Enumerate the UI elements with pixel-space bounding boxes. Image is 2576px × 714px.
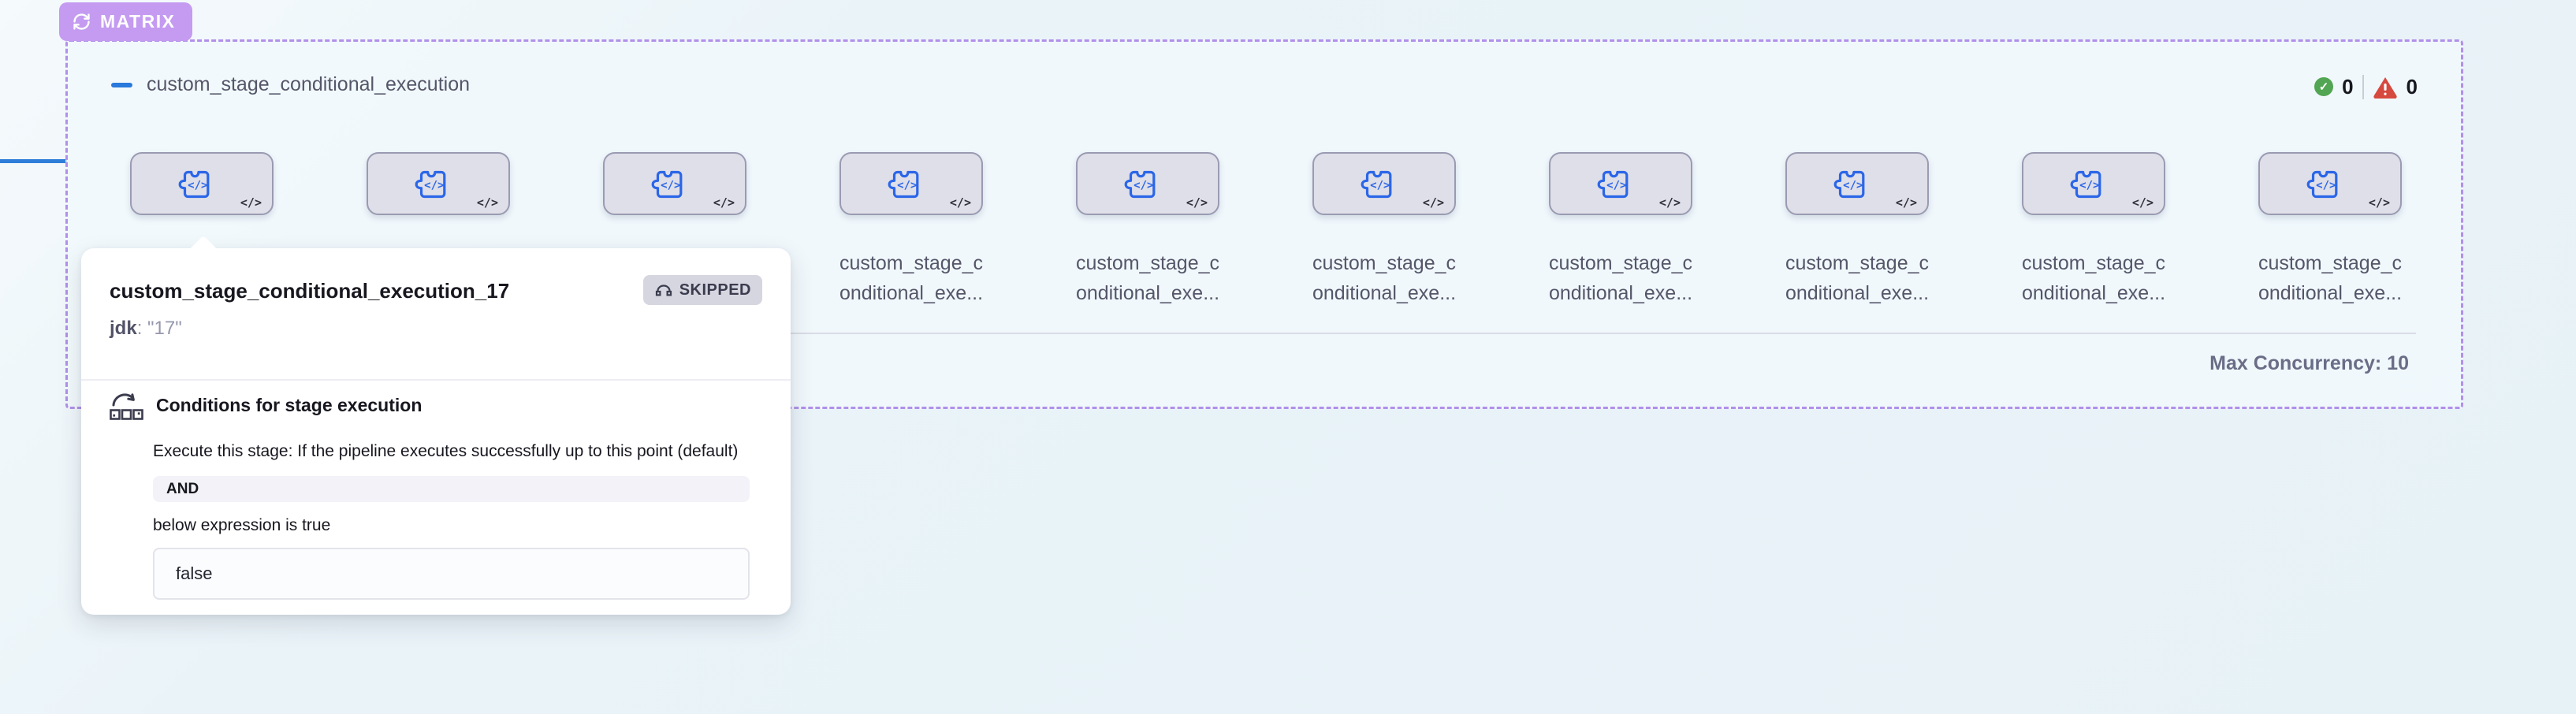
stage-card[interactable]: </> </> xyxy=(603,152,746,215)
operator-bar: AND xyxy=(153,476,750,502)
stage-card[interactable]: </> </> xyxy=(1312,152,1456,215)
collapse-toggle[interactable] xyxy=(111,83,132,87)
code-icon: </> xyxy=(1658,195,1681,210)
max-concurrency-label: Max Concurrency: 10 xyxy=(2209,352,2409,374)
success-count: 0 xyxy=(2342,75,2354,99)
code-icon: </> xyxy=(2131,195,2153,210)
stage-card[interactable]: </> </> xyxy=(367,152,510,215)
stage-card[interactable]: </> </> xyxy=(130,152,274,215)
max-concurrency-divider xyxy=(755,333,2416,334)
svg-text:</>: </> xyxy=(1370,180,1390,192)
variable-name: jdk xyxy=(110,318,137,339)
svg-text:</>: </> xyxy=(2079,180,2099,192)
svg-text:</>: </> xyxy=(661,180,680,192)
svg-text:</>: </> xyxy=(1843,180,1863,192)
svg-text:</>: </> xyxy=(424,180,444,192)
conditions-section: Conditions for stage execution Execute t… xyxy=(108,389,750,600)
svg-text:</>: </> xyxy=(897,180,917,192)
matrix-badge-label: MATRIX xyxy=(100,11,176,32)
code-icon: </> xyxy=(240,195,262,210)
popover-header: custom_stage_conditional_execution_17 SK… xyxy=(110,275,762,305)
stage-tooltip-popover: custom_stage_conditional_execution_17 SK… xyxy=(81,248,791,615)
conditions-heading: Conditions for stage execution xyxy=(156,395,423,415)
code-icon: </> xyxy=(1186,195,1208,210)
status-badge-label: SKIPPED xyxy=(679,281,751,299)
code-icon: </> xyxy=(949,195,971,210)
success-icon: ✓ xyxy=(2314,77,2334,96)
stage-card[interactable]: </> </> xyxy=(2022,152,2165,215)
conditions-body: Execute this stage: If the pipeline exec… xyxy=(153,442,750,600)
svg-text:</>: </> xyxy=(1606,180,1626,192)
code-icon: </> xyxy=(1895,195,1917,210)
status-separator xyxy=(2362,74,2364,99)
loop-icon xyxy=(71,11,92,32)
stage-name-title: custom_stage_conditional_execution_17 xyxy=(110,279,510,303)
stage-card[interactable]: </> </> xyxy=(839,152,983,215)
svg-text:</>: </> xyxy=(1134,180,1153,192)
stage-card[interactable]: </> </> xyxy=(2258,152,2402,215)
expression-value-box: false xyxy=(153,548,750,600)
svg-text:</>: </> xyxy=(2316,180,2336,192)
matrix-badge: MATRIX xyxy=(59,2,193,41)
conditional-execution-icon xyxy=(108,389,144,422)
conditions-subtext: below expression is true xyxy=(153,516,331,534)
svg-text:</>: </> xyxy=(188,180,207,192)
conditions-header: Conditions for stage execution xyxy=(108,389,750,422)
matrix-variable-row: jdk: "17" xyxy=(110,318,762,340)
stage-card[interactable]: </> </> xyxy=(1076,152,1219,215)
failure-icon xyxy=(2373,76,2398,99)
variable-value: : "17" xyxy=(136,318,182,339)
failure-count: 0 xyxy=(2406,75,2418,99)
code-icon: </> xyxy=(476,195,498,210)
status-badge: SKIPPED xyxy=(642,275,762,305)
code-icon: </> xyxy=(713,195,735,210)
matrix-title: custom_stage_conditional_execution xyxy=(147,73,470,95)
code-icon: </> xyxy=(2368,195,2390,210)
stage-card[interactable]: </> </> xyxy=(1785,152,1929,215)
stage-card[interactable]: </> </> xyxy=(1549,152,1692,215)
stage-status-counters: ✓ 0 0 xyxy=(2314,73,2418,100)
popover-divider xyxy=(81,379,791,381)
conditions-description: Execute this stage: If the pipeline exec… xyxy=(153,442,739,460)
code-icon: </> xyxy=(1422,195,1444,210)
skipped-icon xyxy=(654,282,673,298)
pipeline-connector-line xyxy=(0,159,67,163)
